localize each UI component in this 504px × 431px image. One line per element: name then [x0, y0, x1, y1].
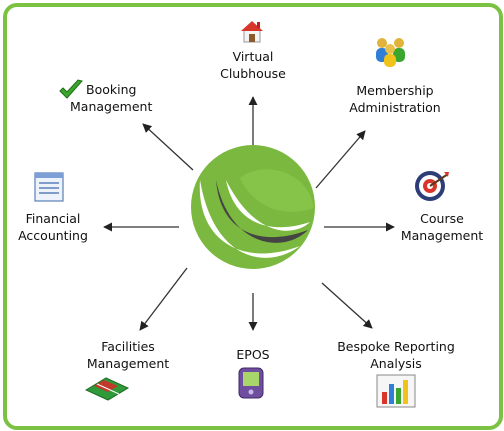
people-icon	[371, 34, 411, 68]
epos-label: EPOS	[236, 347, 270, 362]
swirl-logo	[191, 145, 315, 269]
court-icon	[84, 374, 130, 402]
checkmark-icon	[58, 78, 84, 102]
facilities-management-label: Facilities Management	[86, 339, 170, 371]
handheld-device-icon	[236, 366, 266, 400]
booking-management-label: Booking Management	[70, 82, 153, 114]
membership-administration-label: Membership Administration	[349, 83, 441, 115]
house-icon	[238, 18, 266, 46]
virtual-clubhouse-label: Virtual Clubhouse	[220, 49, 286, 81]
course-management-label: Course Management	[400, 211, 484, 243]
arrow-to-membership-administration	[315, 130, 366, 189]
target-icon	[414, 168, 450, 204]
document-list-icon	[34, 172, 64, 202]
bar-chart-icon	[376, 374, 416, 408]
arrow-to-bespoke-reporting	[321, 282, 373, 329]
financial-accounting-label: Financial Accounting	[18, 211, 88, 243]
arrow-to-booking-management	[142, 123, 194, 171]
arrow-to-facilities-management	[139, 267, 188, 331]
bespoke-reporting-label: Bespoke Reporting Analysis	[337, 339, 455, 371]
